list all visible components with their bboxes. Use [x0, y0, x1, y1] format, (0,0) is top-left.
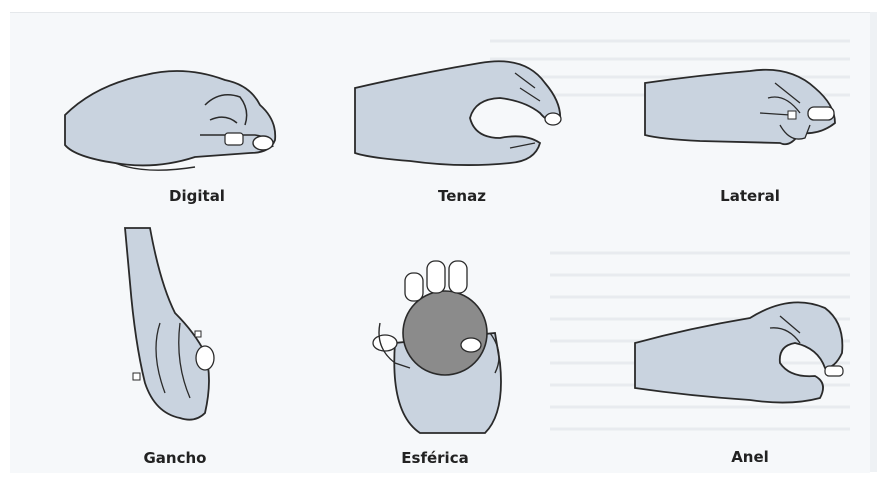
label-gancho: Gancho: [75, 449, 275, 467]
grip-lateral: Lateral: [640, 43, 870, 225]
label-digital: Digital: [97, 187, 297, 205]
grip-types-figure: Digital Tenaz Lateral Gancho: [10, 12, 870, 473]
label-tenaz: Tenaz: [362, 187, 562, 205]
lateral-hand-icon: [640, 43, 870, 183]
ball-icon: [403, 291, 487, 375]
grip-esferica: Esférica: [365, 253, 565, 473]
label-anel: Anel: [650, 448, 850, 466]
page-edge: [870, 12, 877, 472]
anel-hand-icon: [630, 288, 870, 438]
grip-anel: Anel: [630, 288, 870, 473]
grip-tenaz: Tenaz: [350, 43, 590, 225]
digital-hand-icon: [55, 35, 295, 185]
gancho-hand-icon: [105, 223, 305, 433]
tenaz-hand-icon: [350, 43, 590, 183]
grip-gancho: Gancho: [105, 223, 305, 473]
label-lateral: Lateral: [650, 187, 850, 205]
label-esferica: Esférica: [335, 449, 535, 467]
grip-digital: Digital: [55, 35, 295, 225]
esferica-hand-icon: [365, 253, 565, 443]
